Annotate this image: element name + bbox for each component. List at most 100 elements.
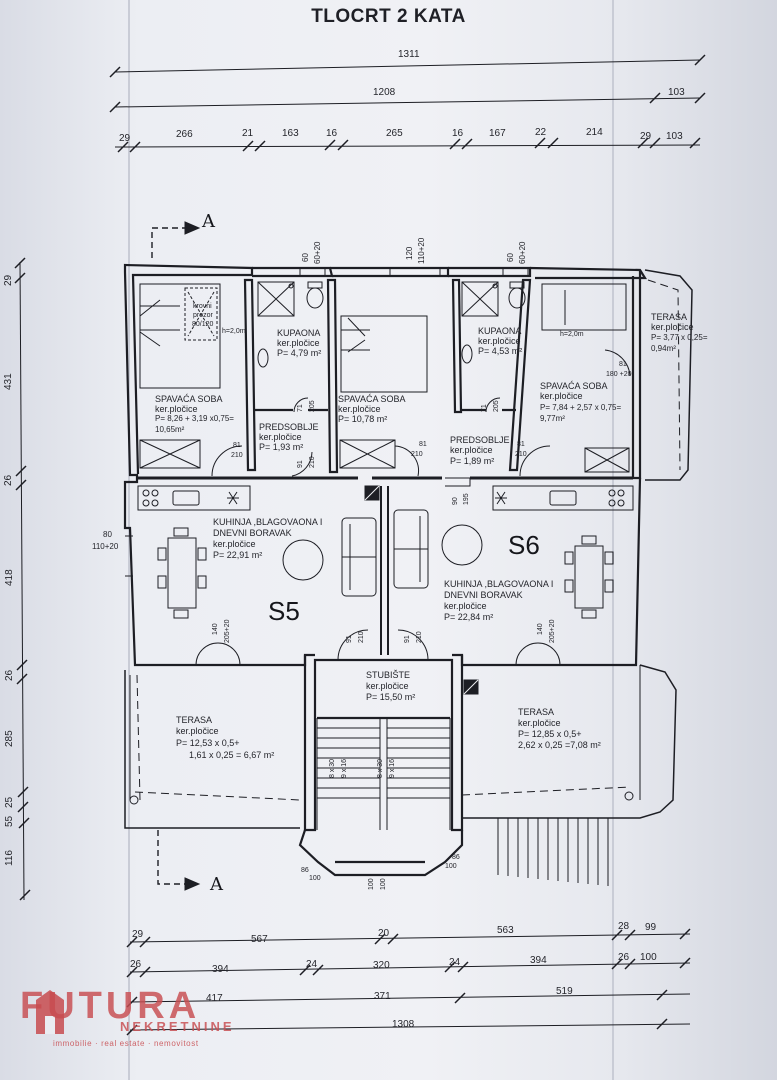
door-dim: 91 <box>297 460 304 468</box>
dim-left: 25 <box>4 796 15 808</box>
room-name: SPAVAĆA SOBA <box>540 381 608 391</box>
window-dim: 110+20 <box>92 542 119 551</box>
room-area: P= 12,53 x 0,5+ <box>176 738 240 748</box>
room-floor: ker.pločice <box>213 539 256 549</box>
shower-tray <box>257 281 295 317</box>
dim-top: 1208 <box>373 87 396 98</box>
dim-top: 29 <box>119 133 131 144</box>
room-name: SPAVAĆA SOBA <box>155 394 223 404</box>
stair-dim: 8 x 30 <box>377 758 384 778</box>
dim-top: 21 <box>242 128 254 139</box>
room-name: KUHINJA ,BLAGOVAONA I <box>444 579 554 589</box>
door-dim: 91 <box>404 635 411 643</box>
logo-subtitle: NEKRETNINE <box>120 1019 235 1034</box>
door-dim: 195 <box>463 493 470 505</box>
wardrobe <box>339 439 396 469</box>
section-marker: A <box>202 211 215 232</box>
door-dim: 71 <box>297 404 304 412</box>
dim-top: 266 <box>176 129 193 140</box>
dimension-line <box>114 59 701 73</box>
dim-top: 103 <box>668 87 685 98</box>
door-dim: 210 <box>515 451 527 458</box>
window-dim: 60 <box>506 253 515 262</box>
stair-dim: 8 x 30 <box>329 758 336 778</box>
paper-fold <box>128 0 130 1080</box>
skylight <box>184 287 218 341</box>
door-dim: 210 <box>411 451 423 458</box>
dim-top: 167 <box>489 128 506 139</box>
section-marker: A <box>210 874 223 895</box>
dim-bottom: 394 <box>530 955 547 966</box>
room-area: P= 12,85 x 0,5+ <box>518 729 582 739</box>
room-name: STUBIŠTE <box>366 670 411 680</box>
room-area: P= 22,84 m² <box>444 612 494 622</box>
dim-bottom: 26 <box>130 959 142 970</box>
window-dim: 110+20 <box>417 237 426 264</box>
dim-left: 418 <box>4 569 15 586</box>
door-dim: 86 <box>301 867 309 874</box>
bed <box>139 283 221 389</box>
dim-top: 22 <box>535 127 547 138</box>
room-name: PREDSOBLJE <box>450 435 510 445</box>
dim-top: 16 <box>326 128 338 139</box>
door-dim: 210 <box>231 452 243 459</box>
dim-left: 431 <box>3 373 14 390</box>
dining-table <box>574 545 604 609</box>
dim-top: 103 <box>666 131 683 142</box>
dim-bottom: 26 <box>618 952 630 963</box>
room-name: TERASA <box>518 707 555 717</box>
wardrobe <box>139 439 201 469</box>
room-floor: ker.pločice <box>444 601 487 611</box>
room-name: TERASA <box>176 715 213 725</box>
room-name: PREDSOBLJE <box>259 422 319 432</box>
room-name: KUPAONA <box>277 328 321 338</box>
dim-left: 26 <box>4 669 15 681</box>
dim-bottom: 29 <box>132 929 144 940</box>
room-area: 2,62 x 0,25 =7,08 m² <box>518 740 601 750</box>
coffee-table <box>441 524 483 566</box>
dim-bottom: 563 <box>497 925 514 936</box>
door-dim: 81 <box>619 361 627 368</box>
room-name: KUPAONA <box>478 326 522 336</box>
room-name: SPAVAĆA SOBA <box>338 394 406 404</box>
door-dim: 100 <box>445 863 457 870</box>
stair-dim: 9 x 16 <box>389 758 396 778</box>
paper-fold <box>612 0 614 1080</box>
plan-title: TLOCRT 2 KATA <box>311 6 466 27</box>
dim-bottom: 100 <box>640 952 657 963</box>
door-dim: 90 <box>452 497 459 505</box>
dim-left: 55 <box>4 815 15 827</box>
door-dim: 205+20 <box>224 619 231 643</box>
room-area: P= 4,79 m² <box>277 348 322 358</box>
room-floor: ker.pločice <box>176 726 219 736</box>
dim-total-top: 1311 <box>398 49 420 60</box>
room-area: P= 10,78 m² <box>338 414 388 424</box>
door-dim: 81 <box>517 441 525 448</box>
stair-dim: 9 x 16 <box>341 758 348 778</box>
dim-bottom: 20 <box>378 928 390 939</box>
door-dim: 210 <box>358 631 365 643</box>
logo-tagline: immobilie · real estate · nemovitost <box>53 1039 199 1048</box>
dim-left: 26 <box>3 474 14 486</box>
room-name: DNEVNI BORAVAK <box>444 590 523 600</box>
room-area: P= 22,91 m² <box>213 550 263 560</box>
dim-bottom: 320 <box>373 960 390 971</box>
room-name: TERASA <box>651 312 688 322</box>
window-dim: 80 <box>103 530 112 539</box>
dim-top: 265 <box>386 128 403 139</box>
room-floor: ker.pločice <box>518 718 561 728</box>
unit-label-s6: S6 <box>508 530 540 560</box>
door-dim: 140 <box>537 623 544 635</box>
room-floor: ker.pločice <box>338 404 381 414</box>
height-label: h=2,0m <box>222 328 246 335</box>
dim-bottom: 24 <box>449 957 461 968</box>
dim-top: 29 <box>640 131 652 142</box>
dim-bottom: 417 <box>206 993 223 1004</box>
dining-table <box>167 537 197 609</box>
dim-bottom: 371 <box>374 991 391 1002</box>
dim-bottom-total: 1308 <box>392 1019 415 1030</box>
dim-bottom: 99 <box>645 922 657 933</box>
wardrobe <box>584 447 630 473</box>
room-floor: ker.pločice <box>651 322 694 332</box>
